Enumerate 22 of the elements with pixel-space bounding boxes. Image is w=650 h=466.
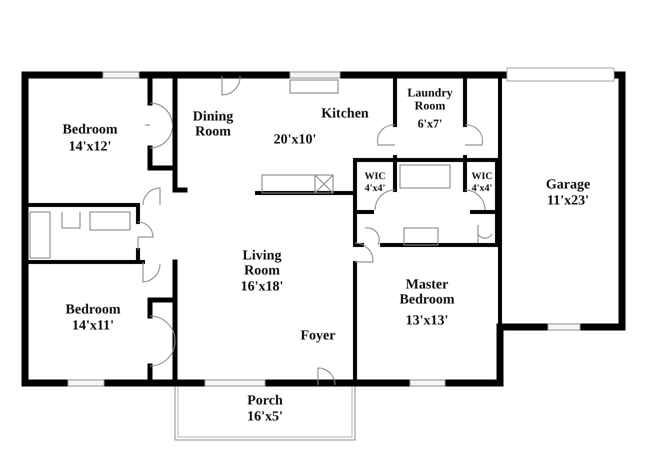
room-dimension: 6'x7'	[418, 118, 442, 130]
room-label: Laundry Room	[406, 86, 454, 112]
room-label: Master Bedroom	[398, 278, 456, 308]
room-label: WIC	[471, 172, 493, 182]
room-label: Foyer	[300, 330, 336, 344]
room-label: Garage	[546, 178, 590, 194]
room-label: Bedroom	[66, 304, 120, 318]
room-dimension: 13'x13'	[406, 314, 448, 330]
room-dimension: 14'x11'	[72, 320, 114, 334]
room-label: Dining Room	[192, 110, 234, 140]
room-label: Porch	[247, 394, 283, 410]
room-label: Kitchen	[321, 108, 369, 122]
room-label: Bedroom	[62, 124, 118, 138]
room-label: WIC	[364, 172, 386, 182]
room-dimension: 11'x23'	[547, 194, 589, 210]
room-dimension: 20'x10'	[274, 134, 316, 148]
room-dimension: 16'x5'	[247, 410, 283, 426]
room-label: Living Room	[242, 249, 282, 279]
room-dimension: 14'x12'	[68, 140, 112, 156]
room-dimension: 16'x18'	[240, 280, 284, 296]
room-dimension: 4'x4'	[472, 184, 492, 194]
room-dimension: 4'x4'	[364, 184, 386, 194]
